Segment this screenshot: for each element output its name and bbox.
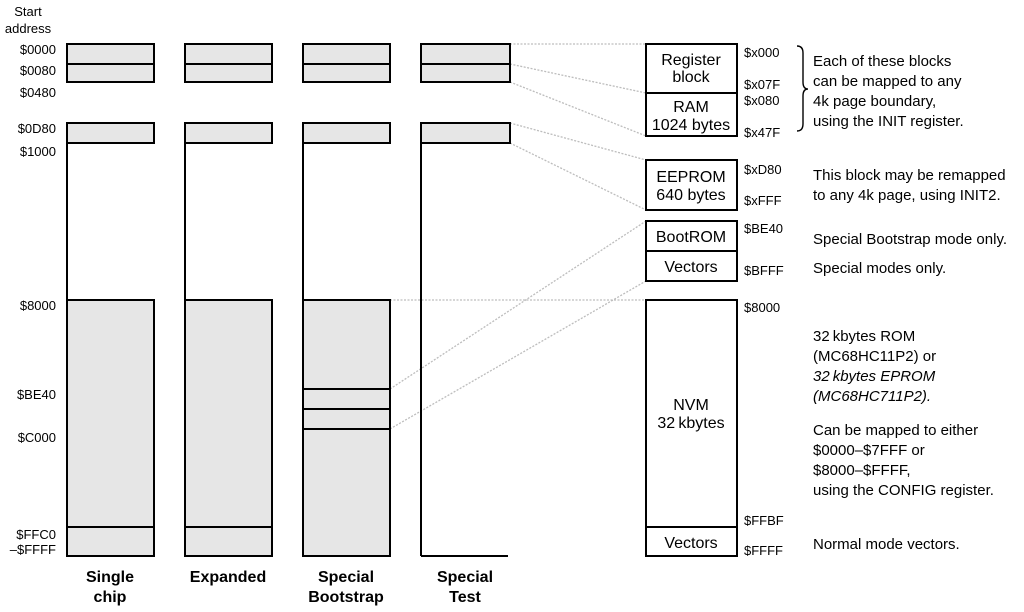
start-address-label: $0D80: [18, 121, 56, 136]
column-label: Special: [437, 569, 493, 586]
start-address-label: $BE40: [17, 387, 56, 402]
note-eeprom: This block may be remapped to any 4k pag…: [813, 167, 1006, 204]
range-address: $FFBF: [744, 513, 784, 528]
range-address: $x47F: [744, 125, 780, 140]
column-label: Special: [318, 569, 374, 586]
note-vectors-normal: Normal mode vectors.: [813, 536, 960, 553]
eeprom-region: [420, 122, 511, 144]
eeprom-region: [66, 122, 155, 144]
range-address: $FFFF: [744, 543, 783, 558]
start-address-label: $8000: [20, 298, 56, 313]
note-line: using the INIT register.: [813, 113, 964, 130]
start-address-label: $FFC0: [16, 527, 56, 542]
start-address-label: $0480: [20, 85, 56, 100]
nvm-region: [66, 299, 155, 557]
nvm-block: NVM 32 kbytes Vectors: [645, 299, 738, 557]
register-block-region: [66, 43, 155, 65]
range-address: $x080: [744, 93, 779, 108]
column-label: Test: [449, 589, 481, 606]
bootrom-block-label: BootROM: [656, 229, 726, 246]
range-address: $BFFF: [744, 263, 784, 278]
start-address-header-line2: address: [5, 21, 52, 36]
ram-region: [184, 63, 273, 83]
range-address: $xD80: [744, 162, 782, 177]
ram-region: [66, 63, 155, 83]
column-label: chip: [94, 589, 127, 606]
column-label: Single: [86, 569, 134, 586]
register-block-region: [184, 43, 273, 65]
start-address-label: $0000: [20, 42, 56, 57]
note-nvm: 32 kbytes ROM (MC68HC11P2) or 32 kbytes …: [813, 328, 994, 499]
column-special-bootstrap: [302, 43, 391, 557]
note-line: $0000–$7FFF or: [813, 442, 925, 459]
note-register-ram: Each of these blocks can be mapped to an…: [813, 53, 964, 130]
connector-vectors-bottom: [389, 280, 647, 430]
range-address: $xFFF: [744, 193, 782, 208]
ram-region: [302, 63, 391, 83]
register-block-label: Register: [661, 52, 721, 69]
connector-register-bottom: [509, 63, 647, 94]
note-line: 32 kbytes EPROM: [813, 368, 936, 385]
eeprom-block-label: 640 bytes: [656, 187, 725, 204]
ram-block-label: RAM: [673, 99, 709, 116]
connector-ram-bottom: [509, 81, 647, 137]
note-line: (MC68HC11P2) or: [813, 348, 936, 365]
vectors-special-block: Vectors: [645, 250, 738, 282]
start-address-label: $1000: [20, 144, 56, 159]
column-expanded: [184, 43, 273, 557]
note-line: 32 kbytes ROM: [813, 328, 915, 345]
register-block: Register block: [645, 43, 738, 94]
range-address: $x07F: [744, 77, 780, 92]
vectors-normal-block-label: Vectors: [664, 535, 717, 552]
note-line: can be mapped to any: [813, 73, 962, 90]
nvm-block-label: 32 kbytes: [657, 415, 724, 432]
nvm-region: [184, 299, 273, 557]
ram-block: RAM 1024 bytes: [645, 92, 738, 137]
register-block-region: [302, 43, 391, 65]
column-label: Bootstrap: [308, 589, 384, 606]
bootrom-block: BootROM: [645, 220, 738, 252]
note-line: 4k page boundary,: [813, 93, 936, 110]
start-address-label: $0080: [20, 63, 56, 78]
eeprom-region: [184, 122, 273, 144]
column-special-test: [420, 43, 511, 557]
ram-block-label: 1024 bytes: [652, 117, 730, 134]
register-block-label: block: [672, 69, 710, 86]
start-address-header-line1: Start: [14, 4, 42, 19]
connector-eeprom-bottom: [509, 142, 647, 211]
start-address-label: –$FFFF: [10, 542, 56, 557]
connector-lines: [389, 43, 647, 430]
column-label: Expanded: [190, 569, 266, 586]
note-line: This block may be remapped: [813, 167, 1006, 184]
note-line: Each of these blocks: [813, 53, 951, 70]
register-block-region: [420, 43, 511, 65]
note-line: $8000–$FFFF,: [813, 462, 911, 479]
ram-region: [420, 63, 511, 83]
right-brace: [796, 45, 809, 132]
note-line: using the CONFIG register.: [813, 482, 994, 499]
eeprom-block: EEPROM 640 bytes: [645, 159, 738, 211]
connector-bootrom-top: [389, 220, 647, 390]
column-single-chip: [66, 43, 155, 557]
note-line: to any 4k page, using INIT2.: [813, 187, 1001, 204]
range-address: $BE40: [744, 221, 783, 236]
note-line: (MC68HC711P2).: [813, 388, 931, 405]
range-address: $x000: [744, 45, 779, 60]
vectors-special-block-label: Vectors: [664, 259, 717, 276]
connector-eeprom-top: [509, 122, 647, 161]
note-vectors-special: Special modes only.: [813, 260, 946, 277]
eeprom-region: [302, 122, 391, 144]
nvm-block-label: NVM: [673, 397, 709, 414]
note-line: Can be mapped to either: [813, 422, 978, 439]
range-address: $8000: [744, 300, 780, 315]
start-address-label: $C000: [18, 430, 56, 445]
note-bootrom: Special Bootstrap mode only.: [813, 231, 1007, 248]
eeprom-block-label: EEPROM: [656, 169, 725, 186]
